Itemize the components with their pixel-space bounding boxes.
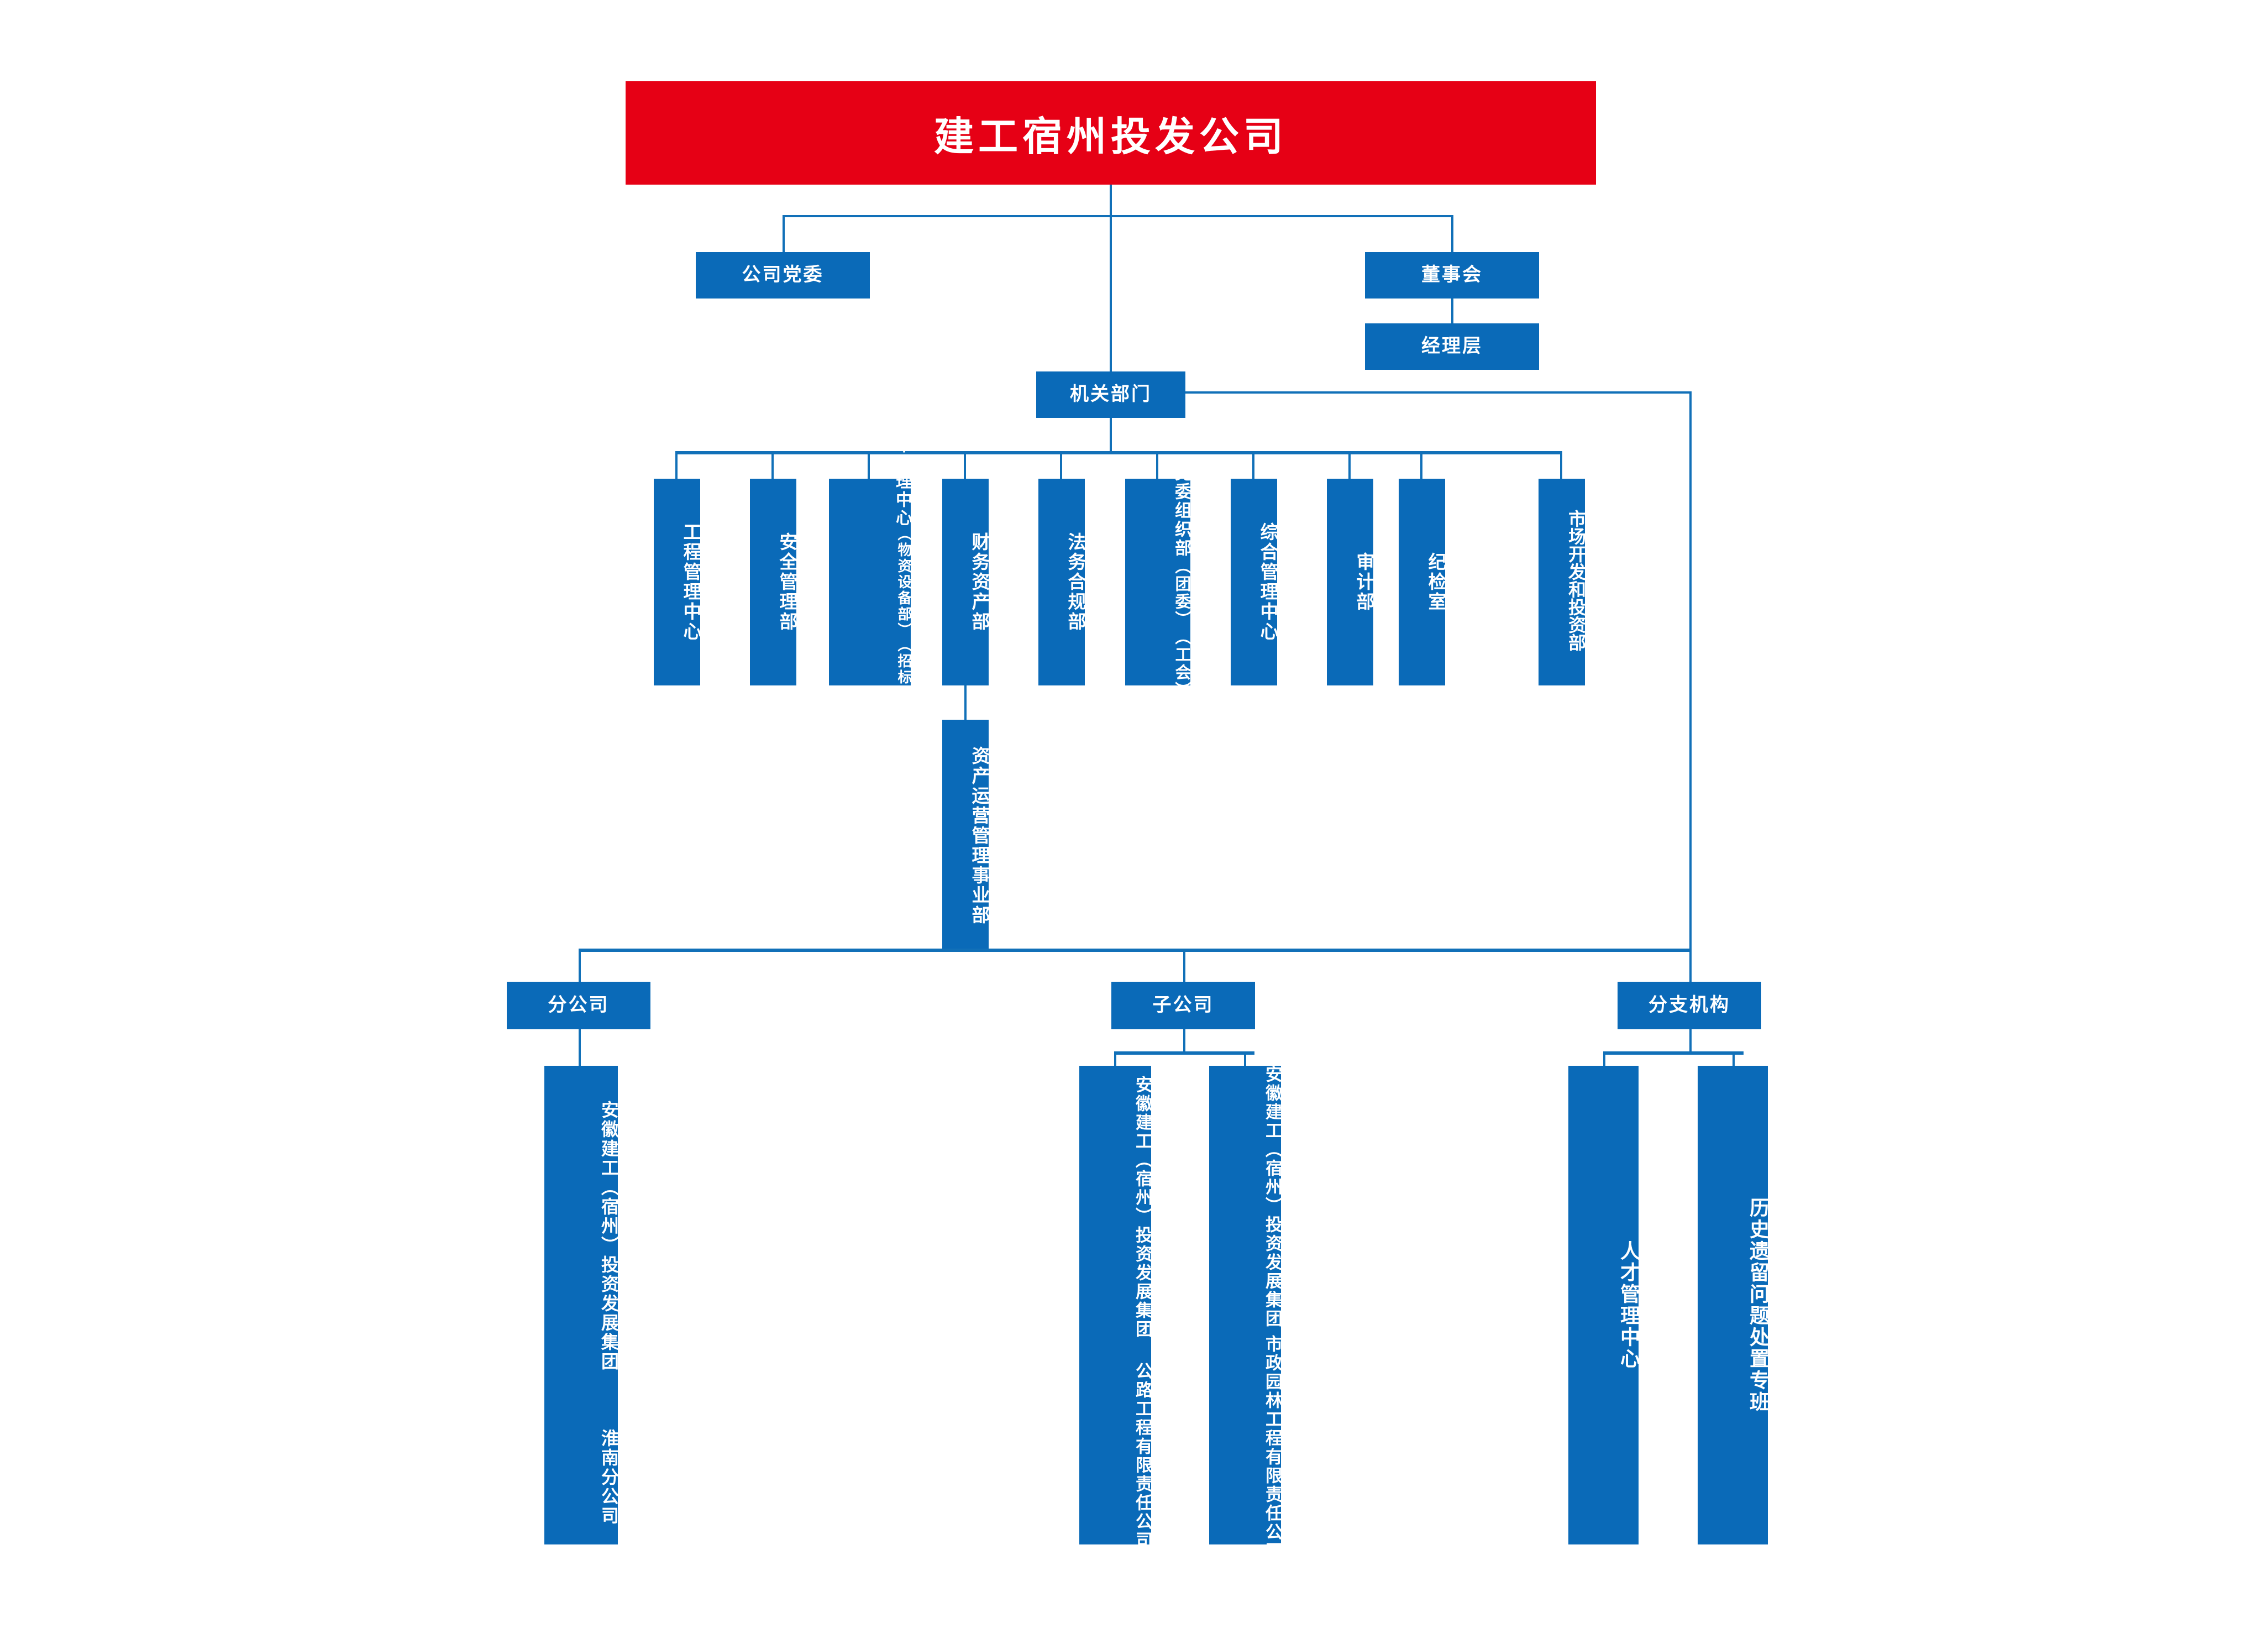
connector-bottom-bus [579,949,1692,952]
dept-box-legal-compliance-dept[interactable]: 法务合规部 [1038,479,1086,685]
dept-box-finance-asset-dept[interactable]: 财务资产部 [942,479,990,685]
leaf-label-wrap: 历史遗留问题处置专班 [1746,1197,1769,1413]
dept-box-cost-management-center[interactable]: 成本管理中心 （物资设备部） （招标管理部） [829,418,912,750]
connector-dept-drop-6 [1156,451,1158,480]
connector-dept-drop-3 [868,451,870,480]
page-title: 建工宿州投发公司 [933,113,1288,160]
dept-box-discipline-inspection-office[interactable]: 纪检室 [1399,479,1447,685]
connector-subsidiary-stem [1183,1029,1185,1052]
connector-finance-to-asset-division [964,685,967,720]
dept-label-wrap: 党委组织部 （团委） （工会） [1172,464,1191,699]
connector-subsidiary-drop-1 [1114,1051,1116,1066]
dept-box-audit-dept[interactable]: 审计部 [1327,479,1375,685]
dept-box-safety-management-dept[interactable]: 安全管理部 [750,479,798,685]
connector-level2-bus [783,215,1453,217]
leaf-label-wrap: 安徽建工（宿州）投资发展集团 淮南分公司 [599,1100,620,1526]
dept-label-wrap: 法务合规部 [1065,532,1086,632]
connector-subsidiary-drop-2 [1244,1051,1246,1066]
connector-agency-stem [1110,418,1112,452]
dept-label-wrap: 成本管理中心 （物资设备部） （招标管理部） [893,418,912,750]
dept-label-wrap: 市场开发和投资部 [1566,510,1587,651]
connector-institution-stem [1689,1029,1692,1052]
connector-right-riser [1689,391,1692,951]
dept-box-party-organization-dept[interactable]: 党委组织部 （团委） （工会） [1125,464,1191,699]
dept-label-wrap: 资产运营管理事业部 [969,746,990,925]
leaf-box-municipal-garden-engineering-co[interactable]: 安徽建工（宿州）投资发展集团 市政园林工程有限责任公司 [1209,1065,1282,1561]
dept-box-market-development-investment-dept[interactable]: 市场开发和投资部 [1539,479,1587,685]
connector-branch-to-child [579,1029,581,1066]
connector-board-drop [1451,215,1453,252]
connector-dept-drop-5 [1060,451,1062,480]
connector-dept-drop-4 [964,451,966,480]
connector-dept-drop-9 [1420,451,1422,480]
leaf-box-huainan-branch[interactable]: 安徽建工（宿州）投资发展集团 淮南分公司 [544,1066,620,1544]
dept-box-general-management-center[interactable]: 综合管理中心 [1231,479,1279,685]
connector-subsidiary-drop [1183,949,1185,982]
leaf-label-wrap: 人才管理中心 [1617,1240,1640,1370]
leaf-label-wrap: 安徽建工（宿州）投资发展集团 市政园林工程有限责任公司 [1262,1065,1282,1561]
connector-institution-drop-2 [1733,1051,1735,1066]
connector-dept-drop-2 [771,451,774,480]
group-header-branch-company[interactable]: 分公司 [507,982,650,1029]
group-header-branch-institution[interactable]: 分支机构 [1618,982,1761,1029]
connector-institution-drop-1 [1603,1051,1605,1066]
leaf-label-wrap: 安徽建工（宿州）投资发展集团 公路工程有限责任公司 [1132,1076,1152,1550]
box-management-layer[interactable]: 经理层 [1365,323,1539,370]
group-header-subsidiary-company[interactable]: 子公司 [1111,982,1255,1029]
connector-root-stem [1110,185,1112,387]
connector-board-to-management [1451,299,1453,323]
connector-dept-drop-10 [1560,451,1562,480]
box-board-of-directors[interactable]: 董事会 [1365,252,1539,299]
connector-party-drop [783,215,785,252]
box-agency-departments[interactable]: 机关部门 [1036,371,1185,418]
leaf-box-highway-engineering-co[interactable]: 安徽建工（宿州）投资发展集团 公路工程有限责任公司 [1079,1066,1152,1550]
leaf-box-legacy-issue-task-force[interactable]: 历史遗留问题处置专班 [1698,1066,1769,1544]
dept-box-asset-operation-management-division[interactable]: 资产运营管理事业部 [942,720,990,952]
connector-department-bus [675,451,1562,454]
connector-agency-to-right-riser [1185,391,1692,394]
dept-label-wrap: 综合管理中心 [1257,522,1279,642]
connector-dept-drop-7 [1252,451,1254,480]
connector-dept-drop-1 [675,451,678,480]
connector-institution-drop [1689,949,1692,982]
dept-label-wrap: 财务资产部 [969,532,990,632]
dept-label-wrap: 纪检室 [1425,552,1447,612]
dept-label-wrap: 工程管理中心 [680,522,702,642]
connector-dept-drop-8 [1348,451,1351,480]
dept-box-engineering-management-center[interactable]: 工程管理中心 [654,479,702,685]
leaf-box-talent-management-center[interactable]: 人才管理中心 [1568,1066,1640,1544]
dept-label-wrap: 审计部 [1353,552,1375,612]
dept-label-wrap: 安全管理部 [776,532,798,632]
connector-institution-bus [1603,1051,1744,1055]
box-party-committee[interactable]: 公司党委 [696,252,870,299]
connector-branch-drop [579,949,581,982]
connector-subsidiary-bus [1114,1051,1254,1055]
root-title-banner: 建工宿州投发公司 [626,81,1596,185]
